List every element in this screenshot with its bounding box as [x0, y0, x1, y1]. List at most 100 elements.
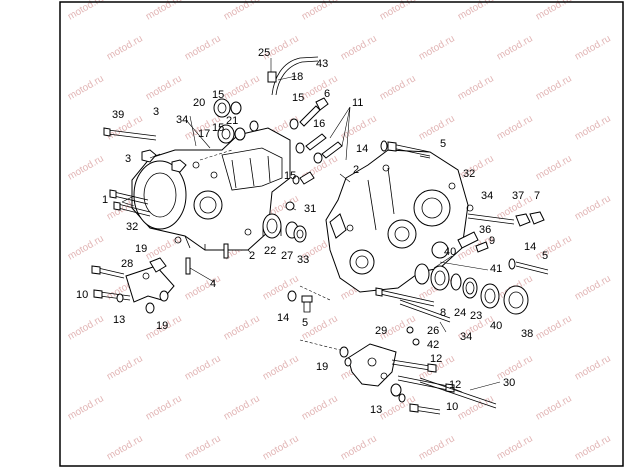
- callout-5: 5: [542, 250, 548, 262]
- callout-4: 4: [210, 278, 216, 290]
- callout-14: 14: [277, 312, 289, 324]
- callout-27: 27: [281, 250, 293, 262]
- nuts-3: [141, 149, 187, 173]
- watermark-text: motod.ru: [222, 393, 262, 422]
- callout-3: 3: [153, 106, 159, 118]
- callout-15: 15: [284, 170, 296, 182]
- watermark-text: motod.ru: [573, 273, 613, 302]
- callout-32: 32: [126, 221, 138, 233]
- watermark-text: motod.ru: [300, 393, 340, 422]
- watermark-text: motod.ru: [573, 433, 613, 462]
- watermark-text: motod.ru: [105, 33, 145, 62]
- watermark-text: motod.ru: [222, 313, 262, 342]
- callout-36: 36: [479, 224, 491, 236]
- watermark-text: motod.ru: [144, 233, 184, 262]
- callout-14: 14: [356, 143, 368, 155]
- watermark-text: motod.ru: [339, 113, 379, 142]
- callout-1: 1: [102, 194, 108, 206]
- callout-12: 12: [430, 353, 442, 365]
- bolt-5-lower: [287, 290, 313, 313]
- watermark-text: motod.ru: [66, 73, 106, 102]
- bracket-29: [339, 326, 497, 415]
- callout-37: 37: [512, 190, 524, 202]
- long-studs: [199, 149, 451, 351]
- callout-15: 15: [292, 92, 304, 104]
- watermark-text: motod.ru: [534, 313, 574, 342]
- watermark-text: motod.ru: [105, 353, 145, 382]
- callout-22: 22: [264, 245, 276, 257]
- watermark-text: motod.ru: [144, 73, 184, 102]
- watermark-text: motod.ru: [495, 113, 535, 142]
- callout-7: 7: [534, 190, 540, 202]
- callout-13: 13: [370, 404, 382, 416]
- callout-33: 33: [297, 254, 309, 266]
- watermark-text: motod.ru: [222, 73, 262, 102]
- watermark-text: motod.ru: [183, 353, 223, 382]
- callout-21: 21: [226, 115, 238, 127]
- watermark-text: motod.ru: [573, 113, 613, 142]
- bolts-6-16-11: [289, 97, 351, 185]
- callout-13: 13: [113, 314, 125, 326]
- callout-5: 5: [440, 138, 446, 150]
- callout-10: 10: [446, 401, 458, 413]
- callout-6: 6: [324, 88, 330, 100]
- bushings-22-27-33: [262, 201, 307, 243]
- diagram-border: [59, 1, 624, 467]
- watermark-text: motod.ru: [417, 33, 457, 62]
- callout-31: 31: [304, 203, 316, 215]
- watermark-text: motod.ru: [66, 233, 106, 262]
- watermark-text: motod.ru: [105, 433, 145, 462]
- callout-19: 19: [135, 243, 147, 255]
- watermark-text: motod.ru: [573, 353, 613, 382]
- callout-12: 12: [449, 379, 461, 391]
- watermark-text: motod.ru: [495, 33, 535, 62]
- watermark-text: motod.ru: [573, 33, 613, 62]
- callout-30: 30: [503, 377, 515, 389]
- watermark-text: motod.ru: [573, 193, 613, 222]
- bracket-28: [91, 257, 175, 314]
- watermark-text: motod.ru: [378, 73, 418, 102]
- callout-10: 10: [76, 289, 88, 301]
- stud-39: [103, 127, 157, 141]
- bolts-1: [109, 189, 151, 217]
- watermark-text: motod.ru: [144, 0, 184, 23]
- watermark-text: motod.ru: [183, 273, 223, 302]
- callout-28: 28: [121, 258, 133, 270]
- callout-11: 11: [352, 97, 363, 109]
- watermark-text: motod.ru: [534, 153, 574, 182]
- callout-34: 34: [481, 190, 493, 202]
- watermark-text: motod.ru: [183, 33, 223, 62]
- watermark-text: motod.ru: [339, 433, 379, 462]
- watermark-text: motod.ru: [66, 313, 106, 342]
- callout-18: 18: [291, 71, 303, 83]
- callout-19: 19: [316, 361, 328, 373]
- seals-upper: [213, 98, 259, 144]
- callout-40: 40: [490, 320, 502, 332]
- callout-19: 19: [156, 320, 168, 332]
- callout-41: 41: [490, 263, 502, 275]
- watermark-text: motod.ru: [534, 233, 574, 262]
- watermark-text: motod.ru: [534, 393, 574, 422]
- callout-20: 20: [193, 97, 205, 109]
- callout-2: 2: [249, 250, 255, 262]
- callout-25: 25: [258, 47, 270, 59]
- bolts-37-7: [466, 204, 545, 227]
- dowel-36-pin-9: [457, 231, 489, 253]
- callout-23: 23: [470, 310, 482, 322]
- watermark-text: motod.ru: [66, 0, 106, 23]
- watermark-text: motod.ru: [261, 433, 301, 462]
- left-crankcase-half: [131, 127, 291, 275]
- callout-43: 43: [316, 58, 328, 70]
- watermark-text: motod.ru: [339, 33, 379, 62]
- watermark-text: motod.ru: [456, 153, 496, 182]
- callout-26: 26: [427, 325, 439, 337]
- watermark-text: motod.ru: [378, 0, 418, 23]
- bolt-5-upper: [380, 140, 431, 159]
- watermark-text: motod.ru: [66, 393, 106, 422]
- callout-15: 15: [212, 122, 224, 134]
- callout-40: 40: [444, 246, 456, 258]
- callout-42: 42: [427, 339, 439, 351]
- watermark-text: motod.ru: [183, 433, 223, 462]
